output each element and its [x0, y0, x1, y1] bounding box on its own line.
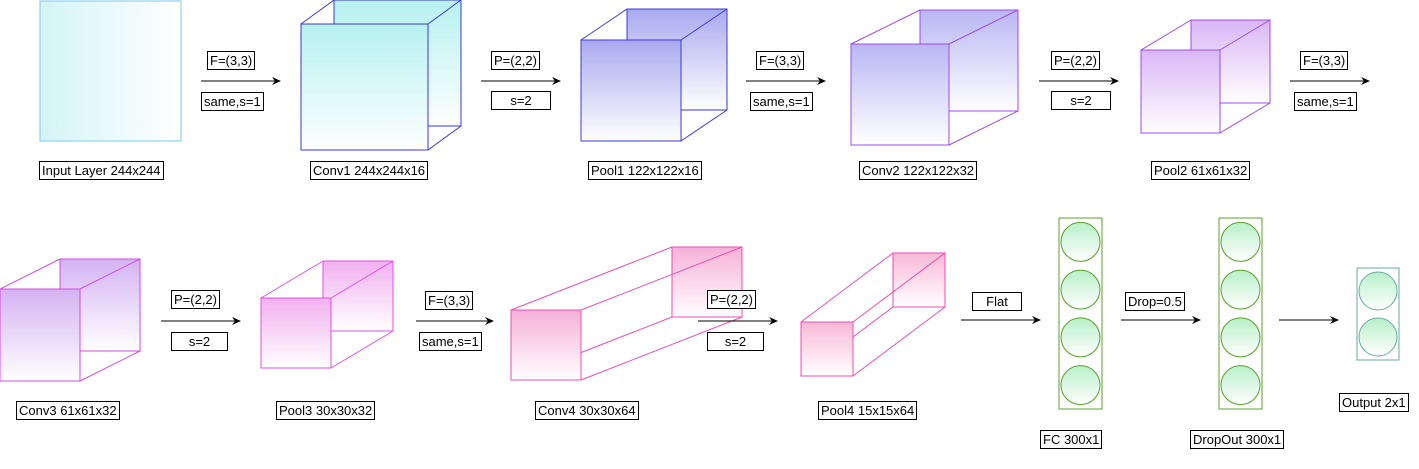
label-conv1: Conv1 244x244x16	[310, 161, 429, 180]
op6-pool: P=(2,2)	[171, 290, 220, 309]
op1-filter: F=(3,3)	[207, 51, 256, 70]
op2-stride: s=2	[491, 91, 551, 110]
fc-neuron-column	[1058, 217, 1103, 410]
op7-stride: same,s=1	[419, 332, 482, 351]
op5-filter: F=(3,3)	[1300, 51, 1349, 70]
pool3-cuboid	[260, 260, 394, 369]
op7-filter: F=(3,3)	[425, 291, 474, 310]
neuron	[1220, 365, 1261, 406]
arrow-4	[1039, 77, 1119, 85]
label-conv2: Conv2 122x122x32	[859, 161, 978, 180]
neuron	[1220, 221, 1261, 262]
conv2-cuboid	[850, 9, 1019, 146]
dropout-neuron-column	[1218, 217, 1263, 410]
op4-stride: s=2	[1051, 91, 1111, 110]
op2-pool: P=(2,2)	[491, 51, 540, 70]
op8-stride: s=2	[707, 332, 764, 351]
op10-dropout: Drop=0.5	[1125, 292, 1185, 311]
label-input-layer: Input Layer 244x244	[39, 161, 164, 180]
label-output: Output 2x1	[1339, 393, 1409, 412]
neuron	[1060, 221, 1101, 262]
arrow-8	[698, 317, 778, 325]
arrow-10	[1121, 316, 1201, 324]
label-conv4: Conv4 30x30x64	[535, 401, 639, 420]
label-pool3: Pool3 30x30x32	[276, 401, 376, 420]
input-layer-square	[39, 0, 182, 142]
arrow-2	[481, 77, 561, 85]
arrow-7	[416, 317, 494, 325]
op1-stride: same,s=1	[201, 92, 264, 111]
label-pool4: Pool4 15x15x64	[818, 401, 918, 420]
op4-pool: P=(2,2)	[1051, 51, 1100, 70]
neuron	[1060, 317, 1101, 358]
op3-filter: F=(3,3)	[756, 51, 805, 70]
pool4-cuboid	[800, 252, 946, 377]
label-dropout: DropOut 300x1	[1190, 430, 1285, 449]
arrow-1	[201, 77, 281, 85]
op8-pool: P=(2,2)	[707, 290, 756, 309]
arrow-6	[161, 317, 241, 325]
op5-stride: same,s=1	[1294, 92, 1357, 111]
neuron	[1220, 317, 1261, 358]
neuron	[1358, 317, 1398, 357]
label-fc: FC 300x1	[1040, 430, 1103, 449]
op3-stride: same,s=1	[750, 92, 813, 111]
neuron	[1060, 269, 1101, 310]
op6-stride: s=2	[171, 332, 228, 351]
conv4-cuboid	[510, 246, 743, 381]
label-pool2: Pool2 61x61x32	[1151, 161, 1251, 180]
output-neuron-column	[1356, 267, 1400, 361]
conv3-cuboid	[0, 258, 141, 382]
neuron	[1220, 269, 1261, 310]
op9-flatten: Flat	[972, 292, 1022, 311]
conv1-cuboid	[300, 0, 462, 151]
label-pool1: Pool1 122x122x16	[588, 161, 702, 180]
neuron	[1060, 365, 1101, 406]
neuron	[1358, 271, 1398, 311]
arrow-3	[746, 77, 826, 85]
pool2-cuboid	[1140, 19, 1271, 134]
arrow-5	[1290, 77, 1370, 85]
arrow-11	[1279, 316, 1339, 324]
pool1-cuboid	[580, 8, 728, 142]
label-conv3: Conv3 61x61x32	[16, 401, 120, 420]
arrow-9	[961, 316, 1041, 324]
